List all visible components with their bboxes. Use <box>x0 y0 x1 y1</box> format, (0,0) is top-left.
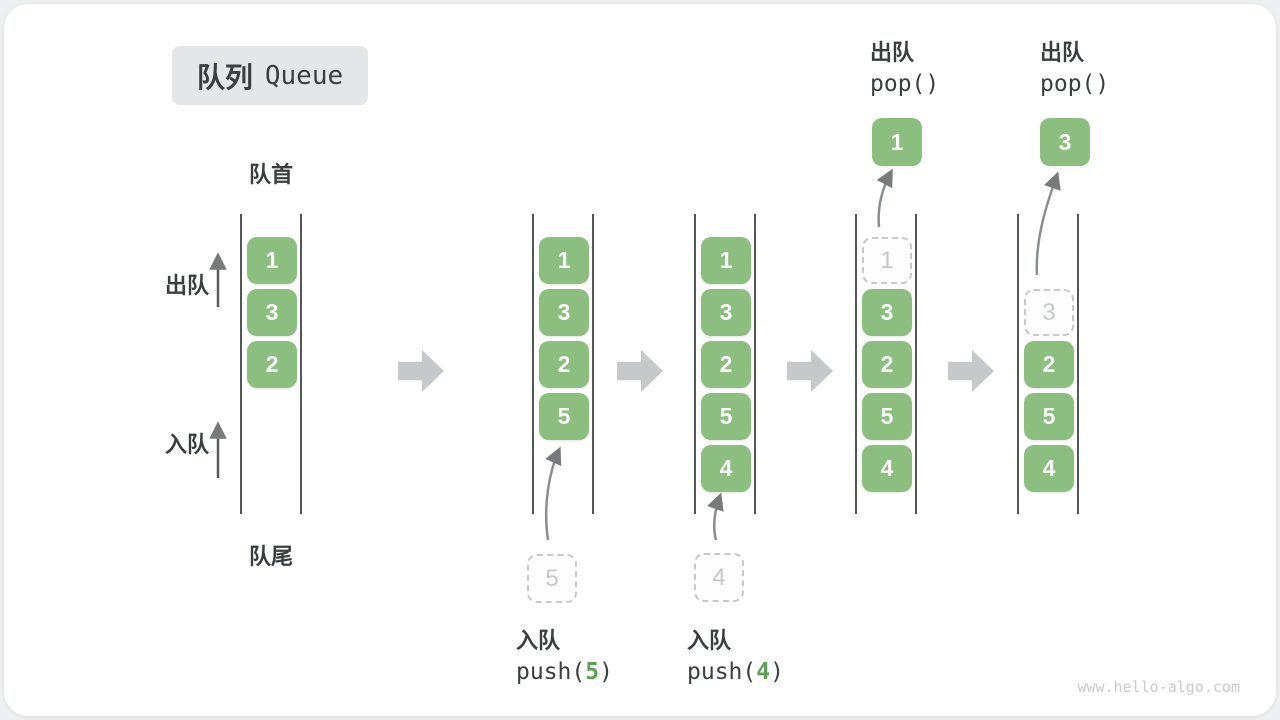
queue-state-3: 1 3 2 5 4 <box>694 214 756 514</box>
watermark: www.hello-algo.com <box>1077 678 1240 696</box>
queue-cell: 1 <box>247 237 297 284</box>
code-arg: 4 <box>756 659 771 685</box>
queue-cell: 4 <box>701 445 751 492</box>
diagram-canvas: 队列 Queue 队首 队尾 出队 入队 1 3 2 1 3 2 5 1 3 2… <box>4 4 1276 716</box>
enqueue-op-code: push(4) <box>687 659 784 685</box>
queue-cell: 2 <box>862 341 912 388</box>
enqueue-op-label: 入队 <box>516 628 561 653</box>
queue-rear-label: 队尾 <box>248 544 293 569</box>
queue-front-label: 队首 <box>248 162 293 187</box>
queue-cell: 2 <box>539 341 589 388</box>
title-box: 队列 Queue <box>172 46 368 105</box>
queue-cell: 5 <box>1024 393 1074 440</box>
queue-cell-removed: 1 <box>862 237 912 284</box>
queue-cell-removed: 3 <box>1024 289 1074 336</box>
queue-cell: 4 <box>1024 445 1074 492</box>
popped-element-box: 3 <box>1040 118 1090 166</box>
queue-cell: 4 <box>862 445 912 492</box>
queue-cell: 2 <box>701 341 751 388</box>
queue-state-4: 1 3 2 5 4 <box>855 214 917 514</box>
enqueue-op-code: push(5) <box>516 659 613 685</box>
code-text: ) <box>770 659 784 685</box>
transition-arrow-icon <box>948 349 994 393</box>
queue-cell: 1 <box>539 237 589 284</box>
code-text: push( <box>687 659 757 685</box>
queue-cell: 5 <box>701 393 751 440</box>
queue-cell: 5 <box>539 393 589 440</box>
queue-state-1: 1 3 2 <box>240 214 302 514</box>
queue-cell: 5 <box>862 393 912 440</box>
queue-cell: 3 <box>701 289 751 336</box>
code-arg: 5 <box>585 659 600 685</box>
dequeue-op-code: pop() <box>1040 71 1110 97</box>
queue-cell: 2 <box>1024 341 1074 388</box>
dequeue-op-label: 出队 <box>870 40 915 65</box>
queue-state-5: 3 2 5 4 <box>1017 214 1079 514</box>
queue-cell: 1 <box>701 237 751 284</box>
queue-cell: 3 <box>247 289 297 336</box>
dequeue-op-code: pop() <box>870 71 940 97</box>
dequeue-op-label: 出队 <box>1040 40 1085 65</box>
queue-state-2: 1 3 2 5 <box>532 214 594 514</box>
transition-arrow-icon <box>787 349 833 393</box>
staged-element-box: 5 <box>527 554 577 603</box>
title-en: Queue <box>264 60 344 91</box>
annotation-arrows-layer <box>209 168 1061 541</box>
queue-cell: 3 <box>539 289 589 336</box>
queue-cell: 2 <box>247 341 297 388</box>
staged-element-box: 4 <box>694 553 744 602</box>
transition-arrow-icon <box>398 349 444 393</box>
enqueue-op-label: 入队 <box>687 628 732 653</box>
code-text: push( <box>516 659 586 685</box>
queue-cell: 3 <box>862 289 912 336</box>
dequeue-side-label: 出队 <box>165 273 210 298</box>
enqueue-side-label: 入队 <box>165 432 210 457</box>
title-zh: 队列 <box>196 61 253 93</box>
popped-element-box: 1 <box>872 118 922 166</box>
transition-arrow-icon <box>617 349 663 393</box>
code-text: ) <box>599 659 613 685</box>
